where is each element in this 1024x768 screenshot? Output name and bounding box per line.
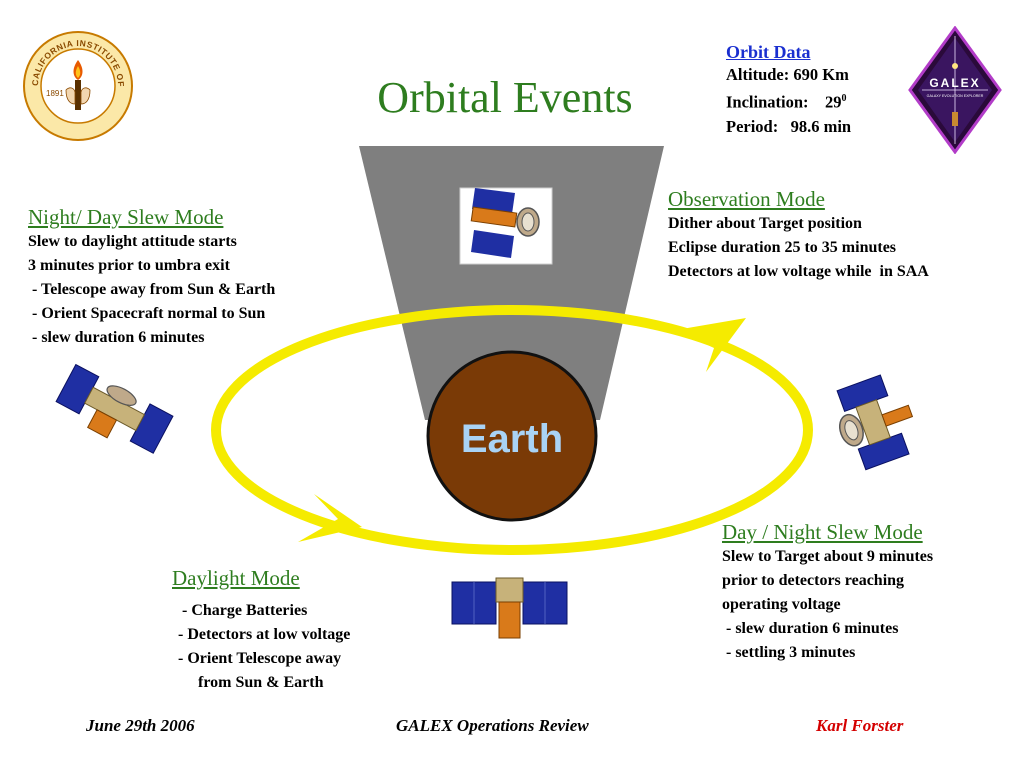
orbit-arrow-left [298, 494, 362, 542]
night-day-slew-block: Night/ Day Slew Mode Slew to daylight at… [28, 205, 275, 350]
night-day-slew-line: - Telescope away from Sun & Earth [28, 281, 276, 298]
page-title: Orbital Events [377, 73, 633, 122]
galex-logo-name: GALEX [929, 76, 980, 90]
orbit-altitude: Altitude: 690 Km [726, 65, 849, 84]
daylight-mode-line: - Detectors at low voltage [178, 626, 351, 643]
galex-logo-subtitle: GALAXY EVOLUTION EXPLORER [927, 94, 984, 98]
earth-label: Earth [461, 417, 563, 461]
daylight-mode-block: - Charge Batteries - Detectors at low vo… [178, 599, 350, 695]
night-day-slew-line: 3 minutes prior to umbra exit [28, 257, 230, 274]
spacecraft-night-day-slew-icon [55, 363, 174, 454]
daylight-mode-line: - Orient Telescope away [178, 650, 342, 667]
day-night-slew-heading: Day / Night Slew Mode [722, 520, 923, 544]
spacecraft-day-night-slew-icon [836, 374, 914, 471]
earth-circle [426, 350, 598, 522]
day-night-slew-block: Day / Night Slew Mode Slew to Target abo… [722, 520, 933, 665]
footer-date: June 29th 2006 [86, 716, 195, 735]
orbit-inclination: Inclination: 290 [726, 87, 851, 115]
orbit-inclination-text: Inclination: 29 [726, 92, 842, 112]
caltech-seal-logo: CALIFORNIA INSTITUTE OF TECHNOLOGY 1891 [22, 30, 133, 141]
observation-mode-line: Eclipse duration 25 to 35 minutes [668, 239, 897, 256]
night-day-slew-line: - slew duration 6 minutes [28, 329, 205, 346]
galex-logo: GALEX GALAXY EVOLUTION EXPLORER [908, 26, 1002, 154]
orbit-inclination-degree: 0 [841, 93, 847, 104]
daylight-mode-line: from Sun & Earth [178, 674, 324, 691]
observation-mode-block: Observation Mode Dither about Target pos… [668, 187, 929, 284]
daylight-mode-line: - Charge Batteries [178, 602, 308, 619]
night-day-slew-heading: Night/ Day Slew Mode [28, 205, 224, 229]
day-night-slew-line: - slew duration 6 minutes [722, 620, 899, 637]
seal-year: 1891 [46, 89, 64, 98]
observation-mode-line: Dither about Target position [668, 215, 862, 232]
observation-mode-line: Detectors at low voltage while in SAA [668, 263, 929, 280]
day-night-slew-line: - settling 3 minutes [722, 644, 856, 661]
orbit-data-heading[interactable]: Orbit Data [726, 42, 811, 62]
orbit-path [211, 305, 813, 555]
orbit-arrow-right [676, 318, 746, 372]
daylight-mode-heading: Daylight Mode [172, 566, 300, 590]
spacecraft-daylight-icon [451, 577, 568, 639]
footer-author: Karl Forster [816, 716, 904, 735]
spacecraft-observation-icon [459, 187, 553, 265]
orbit-data-block: Orbit Data Altitude: 690 Km Inclination:… [726, 42, 851, 139]
observation-mode-heading: Observation Mode [668, 187, 825, 211]
night-day-slew-line: Slew to daylight attitude starts [28, 233, 237, 250]
day-night-slew-line: operating voltage [722, 596, 841, 613]
day-night-slew-line: prior to detectors reaching [722, 572, 905, 589]
orbit-period: Period: 98.6 min [726, 116, 852, 136]
day-night-slew-line: Slew to Target about 9 minutes [722, 548, 934, 565]
night-day-slew-line: - Orient Spacecraft normal to Sun [28, 305, 266, 322]
footer-event: GALEX Operations Review [396, 716, 589, 735]
earth-shadow-cone [359, 146, 664, 420]
